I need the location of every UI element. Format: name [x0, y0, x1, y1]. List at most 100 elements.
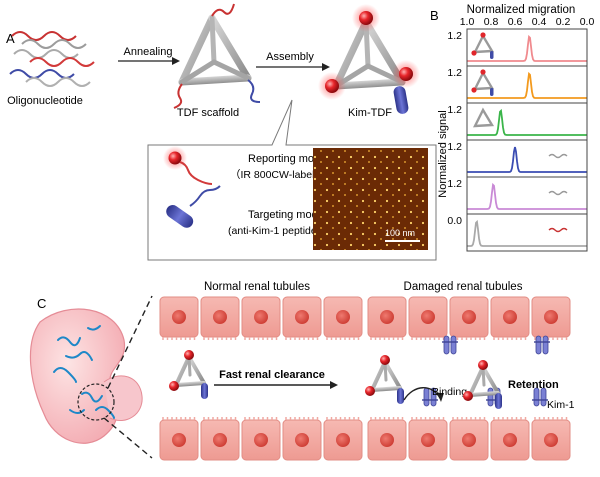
- kim1-receptor: [534, 335, 550, 355]
- strand-gray-2: [13, 49, 79, 59]
- damaged-bottom-nucleus: [421, 433, 435, 447]
- panel-b: B Normalized migration 1.0 0.8 0.6 0.4 0.2 0.…: [430, 4, 595, 252]
- normal-top-nucleus: [213, 310, 227, 324]
- label-annealing: Annealing: [124, 46, 173, 58]
- y-axis-title: Normalized signal: [437, 110, 449, 197]
- dye-ball-left: [325, 79, 339, 93]
- damaged-bottom-nucleus: [380, 433, 394, 447]
- kim-tdf: [318, 4, 420, 114]
- plot-frame: [466, 28, 588, 252]
- lane-trace: [467, 108, 587, 136]
- label-binding: Binding: [432, 386, 467, 398]
- damaged-top-nucleus: [421, 310, 435, 324]
- damaged-bottom-nucleus: [462, 433, 476, 447]
- label-kim-tdf: Kim-TDF: [348, 107, 392, 119]
- damaged-top-nucleus: [503, 310, 517, 324]
- damaged-title: Damaged renal tubules: [404, 281, 523, 293]
- oligonucleotide-strands: [9, 31, 95, 87]
- normal-bottom-nucleus: [172, 433, 186, 447]
- lane-tick-label: 0.0: [447, 215, 462, 227]
- damaged-top-nucleus: [544, 310, 558, 324]
- scaffold-red-tail: [211, 3, 235, 17]
- damaged-top-nucleus: [380, 310, 394, 324]
- strand-blue: [9, 69, 75, 79]
- kidney-hilum: [103, 375, 143, 421]
- label-retention: Retention: [508, 379, 559, 391]
- damaged-bottom-nucleus: [544, 433, 558, 447]
- panel-a-letter: A: [6, 31, 15, 46]
- scaffold-red-tail-2: [173, 83, 183, 109]
- x-axis-title: Normalized migration: [467, 4, 576, 16]
- x-tick-label: 0.4: [532, 16, 547, 28]
- lane-trace: [467, 71, 587, 99]
- label-assembly: Assembly: [266, 51, 314, 63]
- tubule-cells: [159, 296, 571, 461]
- kim1-receptor: [532, 387, 548, 407]
- normal-title: Normal renal tubules: [204, 281, 310, 293]
- binding-arrowhead: [437, 393, 444, 402]
- panel-a: A Oligonucleotide Annealing TDF scaffold: [6, 3, 437, 261]
- lane-tick-label: 1.2: [447, 178, 462, 190]
- lane-tick-label: 1.2: [447, 141, 462, 153]
- lane-trace: [467, 182, 587, 210]
- normal-top-nucleus: [254, 310, 268, 324]
- kim1-receptor: [442, 335, 458, 355]
- reporting-dna-strand: [179, 161, 213, 185]
- lane-structure-icon: [548, 153, 568, 159]
- scaffold-blue-tail: [247, 79, 261, 103]
- x-tick-label: 0.0: [580, 16, 595, 28]
- lane-structure-icon: [471, 69, 495, 96]
- panel-b-letter: B: [430, 8, 439, 23]
- strand-red-2: [29, 57, 95, 67]
- kidney-illustration: [29, 308, 143, 444]
- strand-gray-3: [25, 77, 91, 87]
- dye-ball-right: [399, 67, 413, 81]
- panel-c-letter: C: [37, 296, 46, 311]
- normal-top-nucleus: [172, 310, 186, 324]
- panel-c: C Normal renal tubules Damaged renal tub…: [29, 281, 575, 461]
- label-tdf-scaffold: TDF scaffold: [177, 107, 239, 119]
- x-tick-label: 0.8: [484, 16, 499, 28]
- label-kim1: Kim-1: [547, 399, 575, 411]
- tubule-network: [53, 325, 115, 419]
- lane-trace: [467, 146, 587, 173]
- gel-lanes: 1.21.21.21.21.20.0: [447, 30, 587, 247]
- damaged-bottom-nucleus: [503, 433, 517, 447]
- strand-red-1: [11, 31, 77, 41]
- zoom-circle: [77, 383, 115, 421]
- zoom-line-top: [107, 295, 153, 389]
- targeting-title: Targeting module: [248, 209, 332, 221]
- normal-top-nucleus: [295, 310, 309, 324]
- lane-structure-icon: [472, 107, 495, 128]
- dye-ball-top: [359, 11, 373, 25]
- zoom-line-bottom: [103, 417, 153, 459]
- normal-bottom-nucleus: [295, 433, 309, 447]
- lane-structure-icon: [548, 227, 568, 233]
- lane-trace: [467, 34, 587, 62]
- lane-tick-label: 1.2: [447, 30, 462, 42]
- x-tick-labels: 1.0 0.8 0.6 0.4 0.2 0.0: [460, 16, 595, 28]
- binding-arrow: [403, 387, 441, 401]
- lane-structure-icon: [471, 32, 495, 59]
- lane-trace: [467, 219, 587, 247]
- kidney-body: [29, 308, 126, 444]
- normal-bottom-nucleus: [336, 433, 350, 447]
- x-tick-label: 1.0: [460, 16, 475, 28]
- normal-tdf: [169, 350, 208, 399]
- kim-peptide-rod: [393, 86, 409, 114]
- normal-bottom-nucleus: [213, 433, 227, 447]
- afm-image: [313, 148, 428, 250]
- targeting-dna-strand: [189, 185, 221, 207]
- targeting-peptide-icon: [166, 205, 194, 228]
- lane-tick-label: 1.2: [447, 67, 462, 79]
- x-tick-label: 0.2: [556, 16, 571, 28]
- label-oligonucleotide: Oligonucleotide: [7, 95, 83, 107]
- annealing-arrowhead: [172, 57, 180, 65]
- x-tick-label: 0.6: [508, 16, 523, 28]
- reporting-dye-icon: [168, 151, 182, 165]
- clearance-arrowhead: [330, 381, 338, 389]
- normal-top-nucleus: [336, 310, 350, 324]
- tdf-scaffold: [178, 14, 252, 86]
- assembly-arrowhead: [322, 63, 330, 71]
